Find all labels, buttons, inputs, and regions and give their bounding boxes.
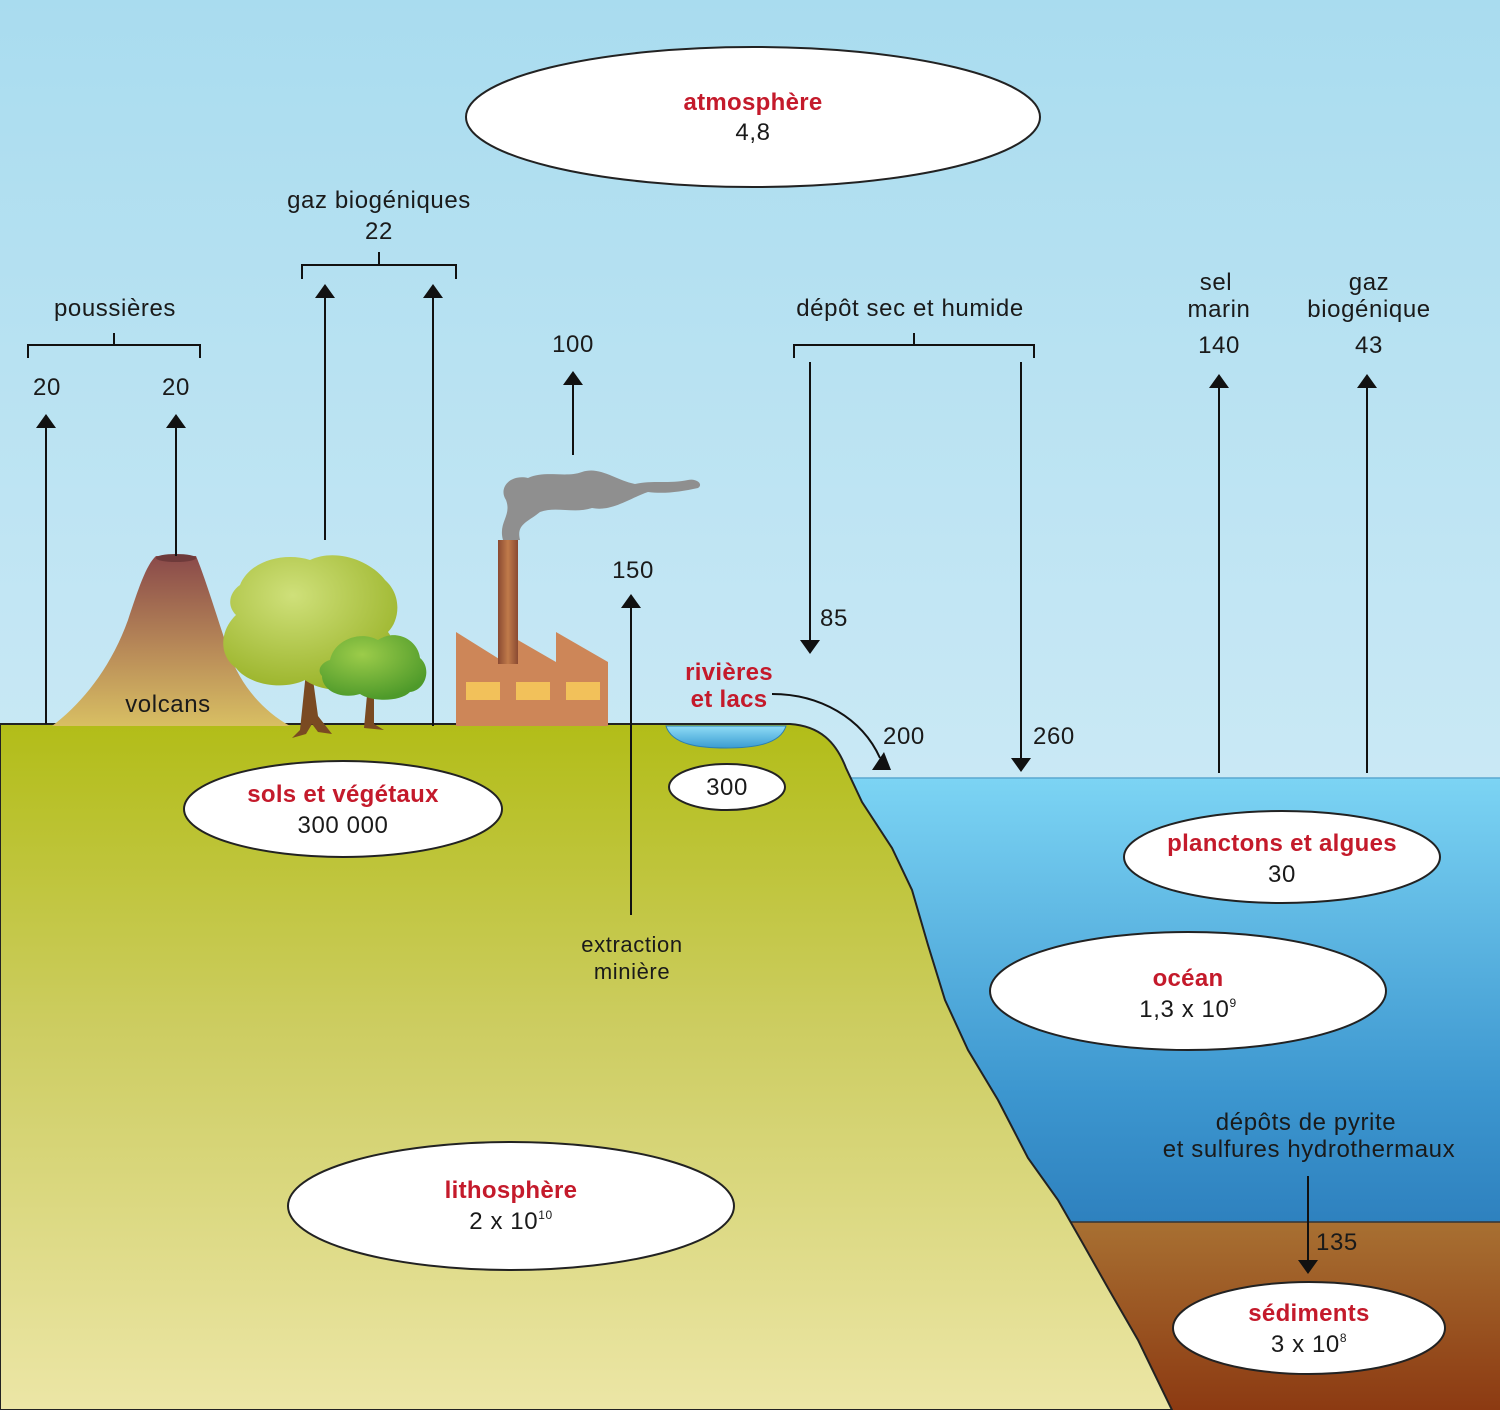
arrowhead [315,284,335,298]
factory-window [566,682,600,700]
dust-value-2: 20 [162,374,190,401]
rivers-reservoir [668,763,786,811]
ocean-value-base: 1,3 x 10 [1139,996,1230,1023]
atmosphere-name: atmosphère [683,89,823,116]
biogenic-land-value: 22 [365,218,393,245]
arrowhead [621,594,641,608]
volcano-crater [156,554,196,562]
sediments-value-exponent: 8 [1339,1331,1348,1345]
deposition-value-2: 260 [1033,723,1075,750]
arrowhead [1298,1260,1318,1274]
deposition-bracket [793,333,1035,358]
rivers-name-line2: et lacs [690,686,768,713]
lithosphere-reservoir [287,1141,735,1271]
plankton-reservoir [1123,810,1441,904]
atmosphere-value: 4,8 [735,119,771,146]
deposition-value-1: 85 [820,605,848,632]
plankton-name: planctons et algues [1167,830,1397,857]
river-runoff-arrowhead [872,752,891,770]
biogenic-marine-label-line2: biogénique [1307,296,1431,323]
sea-salt-label-line2: marin [1187,296,1251,323]
mining-label-line1: extraction [581,932,683,957]
lithosphere-value-exponent: 10 [538,1208,553,1222]
biogenic-marine-value: 43 [1355,332,1383,359]
factory-building [456,632,608,726]
sediments-reservoir [1172,1281,1446,1375]
soils-name: sols et végétaux [247,781,439,808]
sea-salt-label-line1: sel [1199,269,1233,296]
plankton-value: 30 [1268,861,1296,888]
factory [456,470,701,726]
rivers-value: 300 [706,774,748,801]
ocean-value-exponent: 9 [1229,996,1237,1010]
sediments-value: 3 x 108 [1271,1331,1347,1359]
pyrite-label-line1: dépôts de pyrite [1215,1109,1397,1136]
volcano-label: volcans [125,691,211,718]
arrowhead [1209,374,1229,388]
deposition-label: dépôt sec et humide [796,295,1024,322]
soils-value: 300 000 [297,812,389,839]
biogenic-land-label: gaz biogéniques [287,187,471,214]
arrowhead [166,414,186,428]
industry-value: 100 [552,331,594,358]
soils-reservoir [183,760,503,858]
land [0,723,1174,1410]
mining-value: 150 [612,557,654,584]
sediments-name: sédiments [1248,1300,1370,1327]
atmosphere-reservoir [465,46,1041,188]
river-runoff-value: 200 [883,723,925,750]
ocean-reservoir [989,931,1387,1051]
tree-trunk [292,672,332,738]
tree-crown [319,635,427,700]
arrowhead [36,414,56,428]
pyrite-label-line2: et sulfures hydrothermaux [1162,1136,1456,1163]
dust-label: poussières [53,295,177,322]
biogenic-land-bracket [301,252,457,279]
factory-window [516,682,550,700]
dust-value-1: 20 [33,374,61,401]
river-runoff-arrow [771,693,881,759]
dust-bracket [27,333,201,358]
sediments-value-base: 3 x 10 [1270,1331,1340,1358]
mining-label-line2: minière [593,959,671,984]
arrowhead [800,640,820,654]
trees [223,555,427,738]
lithosphere-value: 2 x 1010 [469,1208,553,1236]
factory-window [466,682,500,700]
lake [665,725,787,749]
rivers-name-line1: rivières [685,659,773,686]
biogenic-marine-label-line1: gaz [1348,269,1390,296]
arrowhead [1357,374,1377,388]
volcano [52,556,290,726]
lithosphere-value-base: 2 x 10 [469,1208,539,1235]
pyrite-value: 135 [1316,1229,1358,1256]
ocean-name: océan [1152,965,1224,992]
lithosphere-name: lithosphère [444,1177,578,1204]
arrowhead [423,284,443,298]
smoke [501,470,701,540]
arrowhead [563,371,583,385]
arrowhead [1011,758,1031,772]
sea-salt-value: 140 [1198,332,1240,359]
ocean-value: 1,3 x 109 [1139,996,1236,1024]
factory-chimney [498,540,518,664]
